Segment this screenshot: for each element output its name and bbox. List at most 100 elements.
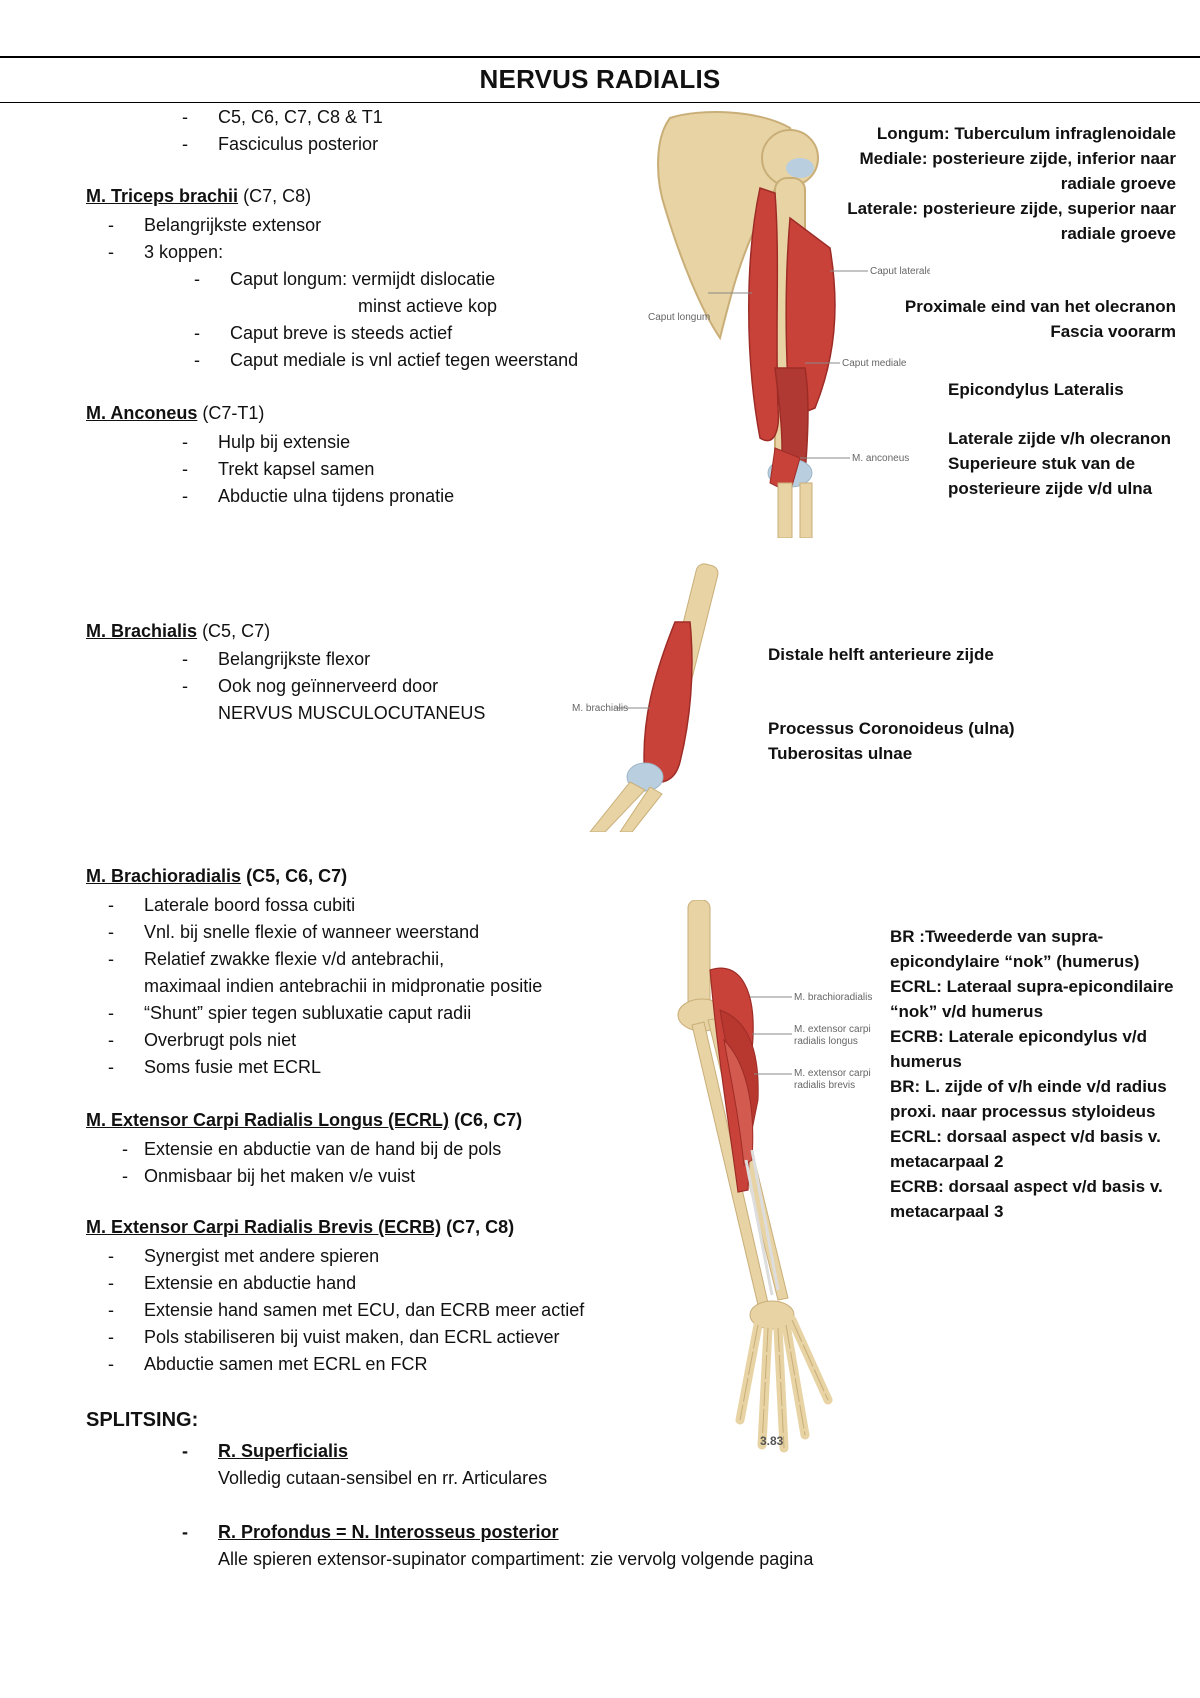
triceps-origin-notes: Longum: Tuberculum infraglenoidale Media… [836, 121, 1176, 246]
brachioradialis-name: M. Brachioradialis [86, 866, 242, 886]
brachioradialis-item: Laterale boord fossa cubiti [108, 892, 542, 919]
label-brachialis: M. brachialis [572, 703, 628, 714]
label-anconeus: M. anconeus [852, 453, 909, 464]
ecrb-list: Synergist met andere spieren Extensie en… [108, 1243, 584, 1378]
forearm-figure: M. brachioradialis M. extensor carpi rad… [660, 900, 900, 1460]
intro-fasciculus: Fasciculus posterior [182, 131, 383, 158]
radius-bone [799, 482, 813, 538]
ecrb-item: Abductie samen met ECRL en FCR [108, 1351, 584, 1378]
brachialis-heading: M. Brachialis (C5, C7) [86, 621, 270, 642]
brachialis-name: M. Brachialis [86, 621, 198, 641]
anconeus-heading: M. Anconeus (C7-T1) [86, 403, 264, 424]
ecrb-roots: (C7, C8) [446, 1217, 515, 1237]
finger-bones [735, 1315, 833, 1453]
ecrb-item: Synergist met andere spieren [108, 1243, 584, 1270]
anconeus-item: Hulp bij extensie [182, 429, 454, 456]
note-line: Processus Coronoideus (ulna) [768, 719, 1015, 738]
ecrb-item: Extensie hand samen met ECU, dan ECRB me… [108, 1297, 584, 1324]
title-rule [0, 102, 1200, 103]
brachioradialis-list: Laterale boord fossa cubiti Vnl. bij sne… [108, 892, 542, 1081]
note-line: Tuberositas ulnae [768, 744, 913, 763]
triceps-subitem: Caput breve is steeds actief [194, 320, 578, 347]
anconeus-roots: (C7-T1) [202, 403, 265, 423]
brachioradialis-item: Relatief zwakke flexie v/d antebrachii, [108, 946, 542, 973]
caput-longum-muscle [748, 187, 780, 442]
triceps-subitem-cont: minst actieve kop [358, 296, 498, 316]
note-line: Mediale: posterieure zijde, inferior naa… [859, 149, 1176, 168]
brachialis-item: Belangrijkste flexor [182, 646, 485, 673]
anconeus-item: Abductie ulna tijdens pronatie [182, 483, 454, 510]
ecrl-roots: (C6, C7) [454, 1110, 523, 1130]
note-line: metacarpaal 3 [890, 1202, 1004, 1221]
triceps-subitem: Caput mediale is vnl actief tegen weerst… [194, 347, 578, 374]
label-caput-laterale: Caput laterale [870, 266, 930, 277]
brachioradialis-item: Soms fusie met ECRL [108, 1054, 542, 1081]
note-line: Laterale zijde v/h olecranon [948, 429, 1171, 448]
ecrl-heading: M. Extensor Carpi Radialis Longus (ECRL)… [86, 1110, 522, 1131]
label-ecrb-line1: M. extensor carpi [794, 1068, 871, 1079]
anconeus-item: Trekt kapsel samen [182, 456, 454, 483]
label-caput-mediale: Caput mediale [842, 358, 907, 369]
triceps-list: Belangrijkste extensor 3 koppen: [108, 212, 321, 266]
triceps-sublist: Caput longum: vermijdt dislocatie minst … [194, 266, 578, 374]
anconeus-origin-note: Epicondylus Lateralis [948, 380, 1124, 399]
brachialis-insertion-notes: Processus Coronoideus (ulna) Tuberositas… [768, 716, 1015, 766]
note-line: Superieure stuk van de [948, 454, 1136, 473]
branch-name: R. Superficialis [218, 1441, 349, 1461]
splitsing-heading: SPLITSING: [86, 1409, 199, 1431]
label-brachioradialis: M. brachioradialis [794, 992, 872, 1003]
ecrl-item: Onmisbaar bij het maken v/e vuist [122, 1163, 501, 1190]
ulna-bone [777, 482, 793, 538]
brachioradialis-item: Vnl. bij snelle flexie of wanneer weerst… [108, 919, 542, 946]
ecrl-item: Extensie en abductie van de hand bij de … [122, 1136, 501, 1163]
triceps-heading: M. Triceps brachii (C7, C8) [86, 186, 311, 207]
intro-list: C5, C6, C7, C8 & T1 Fasciculus posterior [182, 104, 383, 158]
humerus-bone [687, 900, 711, 1011]
ecrb-item: Extensie en abductie hand [108, 1270, 584, 1297]
branch-name: R. Profondus = N. Interosseus posterior [218, 1522, 559, 1542]
triceps-item: 3 koppen: [108, 239, 321, 266]
label-ecrl-line1: M. extensor carpi [794, 1024, 871, 1035]
ecrb-item: Pols stabiliseren bij vuist maken, dan E… [108, 1324, 584, 1351]
brachialis-figure: M. brachialis [570, 562, 730, 832]
anconeus-list: Hulp bij extensie Trekt kapsel samen Abd… [182, 429, 454, 510]
ecrl-list: Extensie en abductie van de hand bij de … [122, 1136, 501, 1190]
brachioradialis-heading: M. Brachioradialis (C5, C6, C7) [86, 866, 347, 887]
anconeus-name: M. Anconeus [86, 403, 198, 423]
note-line: radiale groeve [1060, 174, 1176, 193]
anconeus-insertion-notes: Laterale zijde v/h olecranon Superieure … [948, 426, 1171, 501]
page-title: NERVUS RADIALIS [479, 64, 721, 94]
note-line: Fascia voorarm [1050, 322, 1176, 341]
label-ecrb-line2: radialis brevis [794, 1080, 855, 1091]
triceps-insertion-notes: Proximale eind van het olecranon Fascia … [836, 294, 1176, 344]
brachialis-item-cont: NERVUS MUSCULOCUTANEUS [218, 703, 486, 723]
ecrb-heading: M. Extensor Carpi Radialis Brevis (ECRB)… [86, 1217, 514, 1238]
note-line: BR :Tweederde van supra- [890, 927, 1104, 946]
triceps-item: Belangrijkste extensor [108, 212, 321, 239]
note-line: “nok” v/d humerus [890, 1002, 1044, 1021]
note-line: Longum: Tuberculum infraglenoidale [876, 124, 1176, 143]
brachialis-item: Ook nog geïnnerveerd door [182, 673, 485, 700]
brachialis-roots: (C5, C7) [202, 621, 271, 641]
note-line: ECRL: Lateraal supra-epicondilaire [890, 977, 1174, 996]
splitsing-list: R. Superficialis Volledig cutaan-sensibe… [182, 1438, 813, 1573]
upper-arm-figure: Caput laterale Caput longum Caput medial… [640, 108, 930, 538]
note-line: epicondylaire “nok” (humerus) [890, 952, 1140, 971]
forearm-bones [589, 781, 646, 832]
label-caput-longum: Caput longum [648, 312, 710, 323]
label-ecrl-line2: radialis longus [794, 1036, 858, 1047]
note-line: posterieure zijde v/d ulna [948, 479, 1153, 498]
note-line: radiale groeve [1060, 224, 1176, 243]
ecrb-name: M. Extensor Carpi Radialis Brevis (ECRB) [86, 1217, 442, 1237]
note-line: proxi. naar processus styloideus [890, 1102, 1156, 1121]
note-line: ECRB: Laterale epicondylus v/d [890, 1027, 1147, 1046]
note-line: humerus [890, 1052, 962, 1071]
brachioradialis-item: “Shunt” spier tegen subluxatie caput rad… [108, 1000, 542, 1027]
triceps-roots: (C7, C8) [243, 186, 312, 206]
triceps-subitem: Caput longum: vermijdt dislocatie [194, 266, 578, 293]
brachialis-list: Belangrijkste flexor Ook nog geïnnerveer… [182, 646, 485, 727]
brachioradialis-item: Overbrugt pols niet [108, 1027, 542, 1054]
branch-profondus-desc: Alle spieren extensor-supinator comparti… [218, 1549, 814, 1569]
branch-superficialis-name: R. Superficialis [182, 1438, 813, 1465]
note-line: BR: L. zijde of v/h einde v/d radius [890, 1077, 1167, 1096]
